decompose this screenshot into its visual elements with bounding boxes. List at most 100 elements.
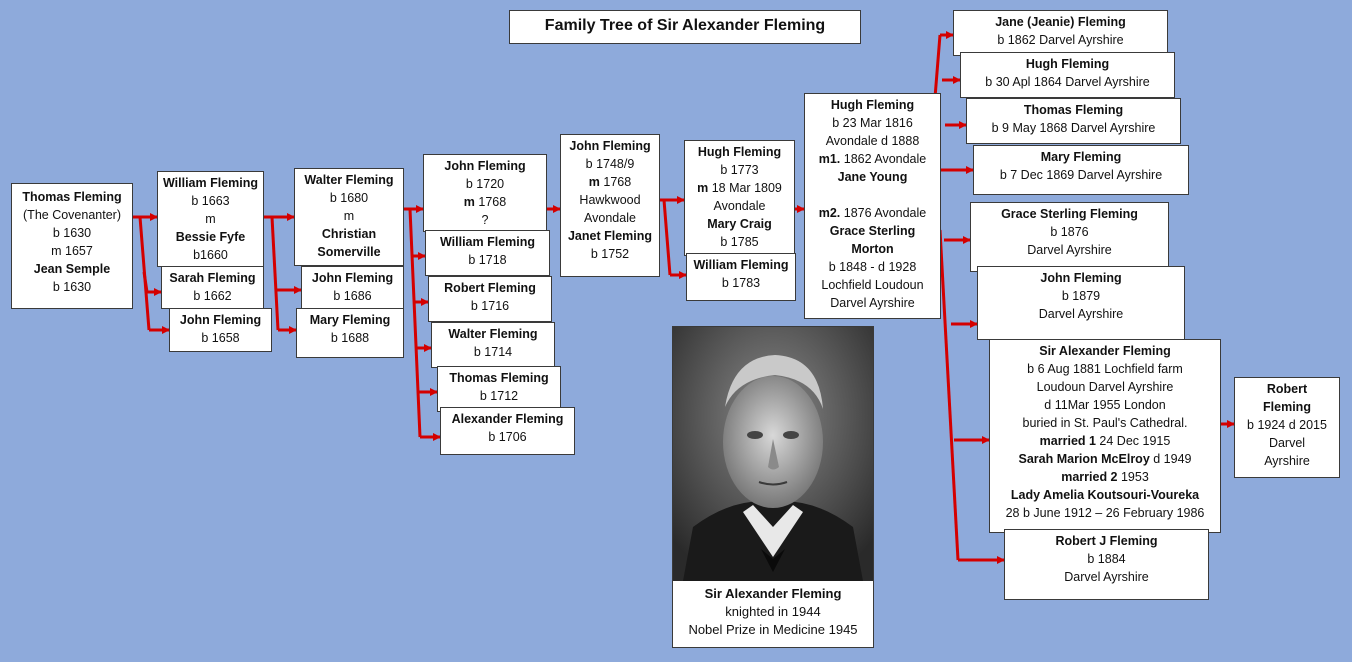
box-line: Darvel Ayrshire [830,296,915,310]
portrait-caption-knighted: knighted in 1944 [725,604,821,619]
box-line: Avondale [713,199,766,213]
box-line: b 1716 [470,299,510,313]
box-line: b 1862 Darvel Ayrshire [997,33,1124,47]
box-line: b 1680 [329,191,369,205]
person-box-alexander-1881: Sir Alexander Fleming b 6 Aug 1881 Lochfi… [989,339,1221,533]
box-line: m 1768 [588,175,632,189]
box-line: b 1748/9 [585,157,635,171]
box-line: buried in St. Paul's Cathedral. [1022,416,1188,430]
box-line: Bessie Fyfe [175,230,246,244]
box-line: m 1657 [51,244,93,258]
box-line: b 1773 [720,163,759,177]
box-line: Somerville [317,245,381,259]
box-line: Jean Semple [33,262,111,276]
box-line: Sarah Marion McElroy d 1949 [1018,452,1192,466]
box-line: Darvel [1268,436,1306,450]
box-line: b 1785 [720,235,759,249]
box-line: m1. 1862 Avondale [818,152,927,166]
box-line: m 1768 [463,195,507,209]
box-line: William Fleming [439,235,536,249]
box-line: b 1783 [721,276,761,290]
box-line: Grace Sterling Fleming [1001,207,1138,221]
box-line: b 1688 [330,331,370,345]
box-line: Thomas Fleming [22,190,122,204]
box-line: Fleming [1263,400,1311,414]
box-line: Darvel Ayrshire [1038,307,1124,321]
box-line: Alexander Fleming [451,412,564,426]
box-line: John Fleming [569,139,651,153]
box-line: Morton [851,242,894,256]
box-line: b 1714 [473,345,513,359]
box-line: ? [481,213,489,227]
box-line: John Fleming [311,271,394,285]
box-line: b 1752 [590,247,630,261]
box-line: b 9 May 1868 Darvel Ayrshire [991,121,1156,135]
box-line: b 1879 [1061,289,1101,303]
box-line: John Fleming [179,313,262,327]
person-box-jane-1862: Jane (Jeanie) Fleming b 1862 Darvel Ayrsh… [953,10,1168,56]
box-line: Sir Alexander Fleming [1039,344,1171,358]
box-line: Grace Sterling [829,224,916,238]
box-line: Darvel Ayrshire [1064,570,1149,584]
portrait-frame: Sir Alexander Fleming knighted in 1944 N… [672,326,874,648]
box-line: Thomas Fleming [449,371,549,385]
box-line: d 11Mar 1955 London [1044,398,1166,412]
box-line: Avondale d 1888 [825,134,920,148]
box-line: Darvel Ayrshire [1027,243,1112,257]
box-line [807,186,938,204]
box-line: Robert J Fleming [1055,534,1158,548]
box-line: b 1662 [193,289,232,303]
box-line: Hugh Fleming [697,145,782,159]
box-line: 28 b June 1912 – 26 February 1986 [1005,506,1205,520]
box-line: b 7 Dec 1869 Darvel Ayrshire [999,168,1163,182]
box-line: b 1848 - d 1928 [828,260,917,274]
box-line: Loudoun Darvel Ayrshire [1036,380,1174,394]
box-line: b 1630 [52,280,92,294]
box-line: b 1876 [1050,225,1089,239]
box-line: m2. 1876 Avondale [818,206,927,220]
box-line: John Fleming [444,159,526,173]
box-line: Hugh Fleming [1025,57,1110,71]
box-line: Ayrshire [1264,454,1310,468]
box-line: b 1924 d 2015 [1247,418,1327,432]
portrait-photo [673,327,873,581]
person-box-walter-1714: Walter Fleming b 1714 [431,322,555,368]
portrait-caption-name: Sir Alexander Fleming [704,586,842,601]
box-line: Mary Fleming [1040,150,1122,164]
box-line: Lady Amelia Koutsouri-Voureka [1010,488,1200,502]
box-line: b 6 Aug 1881 Lochfield farm [1027,362,1183,376]
box-line: b 1712 [479,389,519,403]
box-line: Walter Fleming [304,173,394,187]
box-line: Hugh Fleming [830,98,915,112]
portrait-caption-nobel: Nobel Prize in Medicine 1945 [688,622,858,637]
box-line: married 1 24 Dec 1915 [1039,434,1171,448]
box-line: Jane Young [837,170,908,184]
box-line: married 2 1953 [1061,470,1149,484]
box-line: m [205,212,216,226]
box-line: Avondale [584,211,636,225]
box-line: Walter Fleming [448,327,538,341]
box-line: John Fleming [1040,271,1122,285]
box-line: Jane (Jeanie) Fleming [995,15,1126,29]
diagram-title: Family Tree of Sir Alexander Fleming [509,10,861,44]
box-line: Christian [321,227,377,241]
box-line: b 1663 [191,194,230,208]
box-line: b 1658 [201,331,240,345]
box-line: Lochfield Loudoun [821,278,924,292]
box-line: Mary Craig [707,217,772,231]
box-line: b 30 Apl 1864 Darvel Ayrshire [985,75,1150,89]
